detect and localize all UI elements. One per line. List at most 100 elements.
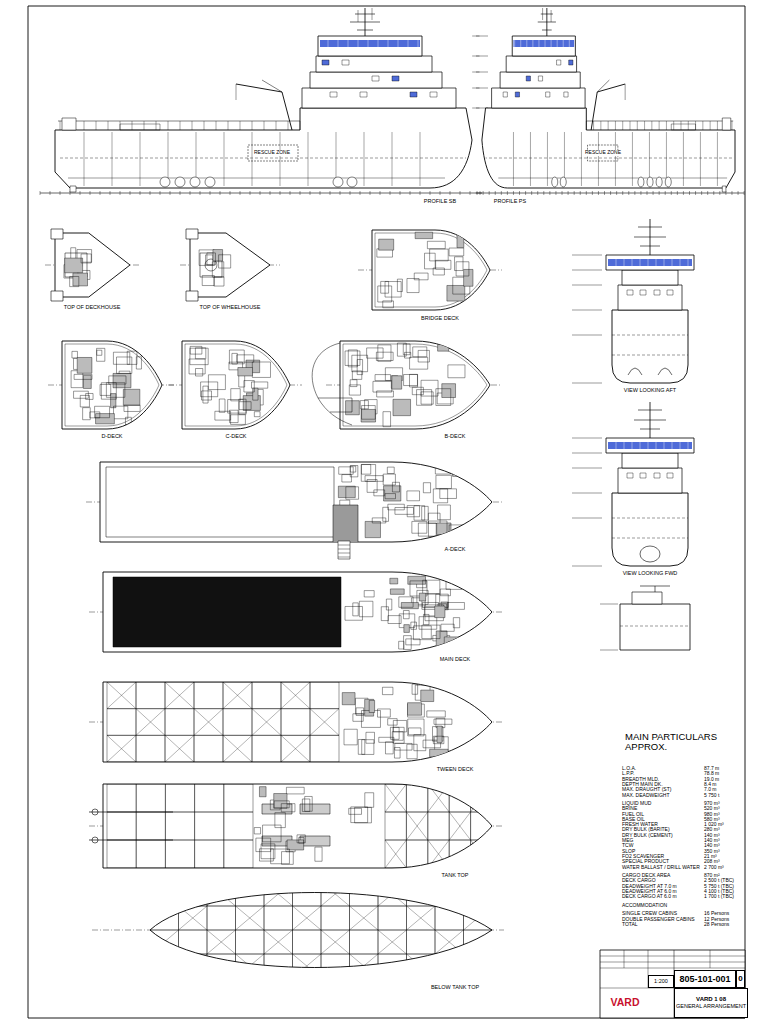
deck-plan — [48, 341, 174, 429]
tank-cross — [252, 709, 281, 736]
room-outline — [201, 382, 218, 397]
room-outline — [356, 708, 364, 716]
tank-cross — [236, 906, 265, 930]
tank-cell — [236, 906, 265, 930]
deck-line — [612, 518, 688, 519]
room-outline — [369, 700, 374, 712]
room-outline — [237, 355, 254, 362]
tween-deck-line — [60, 158, 466, 159]
rail-post — [60, 121, 61, 130]
frame-tick — [330, 191, 331, 195]
tank-cell — [449, 840, 470, 868]
room-outline — [438, 505, 451, 520]
tank-cross — [223, 735, 252, 762]
hull-outline — [182, 341, 290, 429]
room-outline — [393, 399, 411, 415]
window-mullion — [569, 40, 570, 47]
tank-cell — [236, 930, 265, 954]
tank-cell — [449, 784, 470, 812]
zone-label: RESCUE ZONE — [253, 150, 291, 156]
rail-post — [717, 121, 718, 130]
tank-cell — [281, 682, 310, 709]
frame-tick — [380, 191, 381, 195]
tank-cell — [464, 954, 493, 978]
tank-cross — [264, 882, 293, 906]
frame-tick — [60, 191, 61, 195]
tank-cross — [385, 784, 406, 812]
bridge-wing — [186, 229, 198, 239]
tank-cell — [224, 840, 253, 868]
particular-name: TOTAL — [622, 922, 638, 928]
tank-cell — [207, 954, 236, 978]
title-block-cell: 0 — [736, 970, 745, 988]
thruster — [656, 177, 662, 187]
room-outline — [190, 348, 208, 364]
room-outline — [381, 281, 389, 293]
room-outline — [253, 388, 258, 400]
crane-jib — [262, 80, 282, 92]
room-outline — [407, 506, 419, 517]
room-outline — [407, 491, 420, 501]
tank-cross — [281, 682, 310, 709]
gangway-ladder — [338, 541, 350, 559]
room-outline — [412, 387, 423, 394]
engine-block — [300, 836, 330, 846]
rail-post — [680, 121, 681, 130]
deck-plan — [89, 784, 504, 868]
tank-cross — [449, 812, 470, 840]
rail-post — [216, 121, 217, 130]
bridge-windows — [513, 40, 574, 47]
level-mark — [472, 88, 479, 89]
davit-arc — [312, 343, 352, 425]
frame-tick — [495, 191, 496, 195]
hull-outline — [100, 462, 492, 542]
tank-cell — [321, 954, 350, 978]
room-outline — [419, 593, 425, 601]
title-column-line — [624, 950, 625, 968]
table-heading: MAIN PARTICULARS APPROX. — [624, 732, 726, 753]
tank-cell — [194, 735, 223, 762]
superstructure-section — [618, 285, 682, 310]
window-mullion — [688, 442, 689, 449]
room-outline — [395, 743, 412, 750]
frame-tick — [719, 191, 720, 195]
view-title: A-DECK — [444, 546, 467, 552]
particular-name: DECK CARGO AT 6.0 m — [622, 894, 677, 900]
ladder-step — [338, 545, 350, 546]
frame-tick — [240, 191, 241, 195]
room-outline — [338, 486, 355, 497]
frame-tick — [562, 191, 563, 195]
room-outline — [365, 521, 380, 537]
frame-tick — [731, 191, 732, 195]
rail-post — [651, 121, 652, 130]
room-outline — [456, 262, 469, 276]
tank-cross — [310, 709, 339, 736]
room-outline — [387, 467, 394, 473]
room-outline — [116, 357, 131, 373]
rail-post — [240, 121, 241, 130]
room-outline — [244, 381, 254, 392]
porthole — [360, 92, 367, 97]
view-title: PROFILE PS — [493, 198, 527, 204]
thruster — [160, 177, 170, 187]
tank-cell — [293, 906, 322, 930]
deckhouse-outline — [190, 233, 270, 297]
room-outline — [428, 521, 447, 537]
room-outline — [345, 606, 362, 620]
propeller-shaft — [89, 812, 173, 813]
mast-yard — [357, 30, 373, 31]
tank-cross — [150, 930, 179, 954]
tank-cell — [378, 930, 407, 954]
tank-cross — [435, 930, 464, 954]
tank-cell — [252, 709, 281, 736]
room-outline — [215, 411, 231, 420]
window-mullion — [520, 40, 521, 47]
particular-value: 5 750 t — [704, 793, 719, 799]
room-outline — [70, 276, 79, 286]
tank-cell — [428, 840, 449, 868]
room-outline — [361, 710, 380, 727]
tank-cross — [236, 954, 265, 978]
propeller-shaft — [89, 840, 173, 841]
tank-cell — [136, 709, 165, 736]
deck-interior — [343, 343, 487, 427]
